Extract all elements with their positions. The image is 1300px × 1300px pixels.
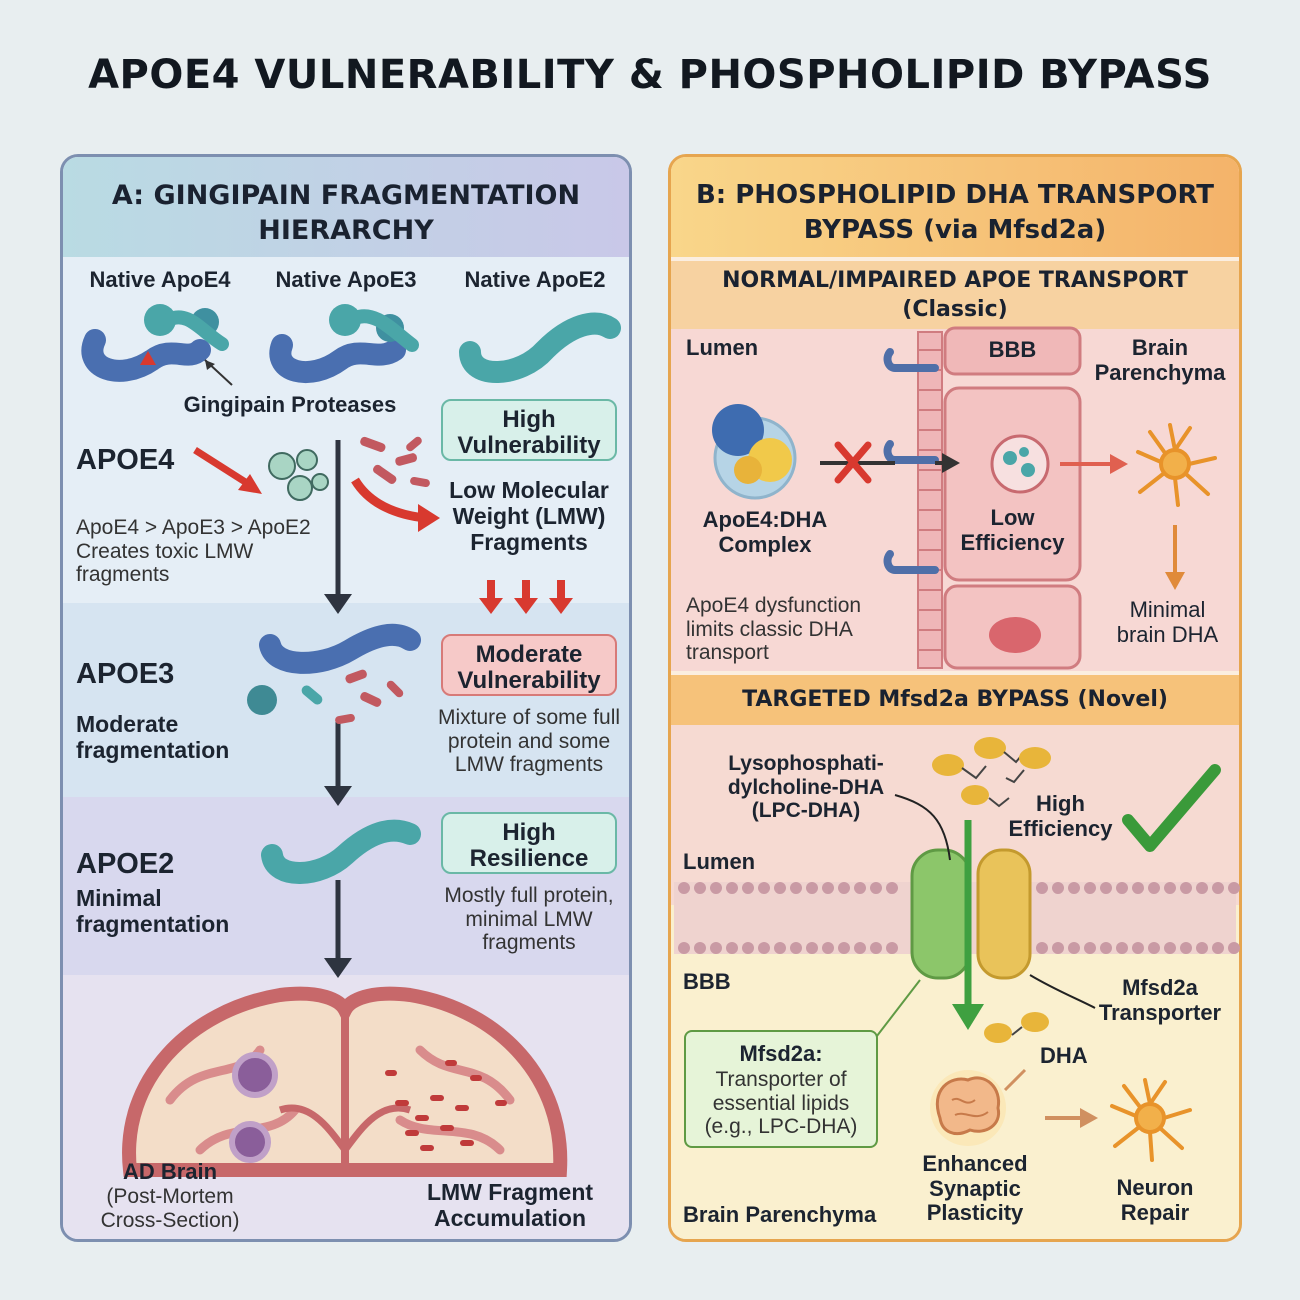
box-pointer-line — [869, 979, 921, 1046]
classic-lumen-label: Lumen — [686, 335, 759, 360]
gingipain-bacteria-icon — [268, 449, 329, 501]
apoe2-sublabel: Minimal fragmentation — [76, 885, 230, 937]
brain-synapse-icon — [930, 1070, 1006, 1146]
dha-label: DHA — [1040, 1043, 1088, 1068]
lpc-pointer-line — [894, 794, 951, 861]
classic-bbb-label: BBB — [988, 337, 1037, 362]
apoe3-description: Mixture of some full protein and some LM… — [437, 706, 621, 777]
apoe3-sublabel: Moderate fragmentation — [76, 711, 230, 763]
bypass-lumen-label: Lumen — [683, 849, 756, 874]
apoe-receptors-icon — [883, 348, 939, 574]
lpc-dha-molecules-icon — [932, 737, 1051, 808]
lmw-accumulation-label: LMW Fragment Accumulation — [426, 1179, 594, 1231]
gingipain-proteases-label: Gingipain Proteases — [183, 392, 397, 417]
mfsd2a-box-body: Transporter of essential lipids (e.g., L… — [704, 1068, 858, 1139]
transporter-pointer-line — [1029, 974, 1096, 1009]
bypass-parenchyma-label: Brain Parenchyma — [683, 1202, 877, 1227]
ad-brain-icon — [122, 986, 568, 1177]
native-apoe2-protein-icon — [459, 312, 621, 383]
apoe4-red-arrow — [193, 447, 252, 488]
native-apoe2-label: Native ApoE2 — [464, 267, 606, 292]
panel-a-header-band — [63, 157, 629, 257]
mfsd2a-info-box: Mfsd2a: Transporter of essential lipids … — [684, 1030, 878, 1148]
classic-note: ApoE4 dysfunction limits classic DHA tra… — [686, 594, 862, 665]
apoe3-label: APOE3 — [76, 658, 175, 690]
lmw-fragments-label: Low Molecular Weight (LMW) Fragments — [449, 477, 609, 555]
native-apoe4-protein-icon — [81, 304, 229, 382]
high-vulnerability-badge: High Vulnerability — [441, 399, 617, 461]
vesicle-icon — [990, 434, 1050, 494]
classic-header-band — [671, 261, 1239, 329]
mfsd2a-transporter-icon — [910, 848, 1032, 980]
panel-a-header: A: GINGIPAIN FRAGMENTATION HIERARCHY — [111, 180, 581, 246]
neuron-repair-label: Neuron Repair — [1116, 1175, 1194, 1225]
lmw-fragments-icon — [360, 436, 430, 488]
native-apoe3-protein-icon — [269, 304, 419, 384]
apoe2-label: APOE2 — [76, 848, 175, 880]
blocked-x-icon — [834, 441, 872, 484]
apoe3-fragments-icon — [335, 669, 404, 725]
ad-brain-label: AD Brain — [122, 1159, 218, 1184]
classic-parenchyma-label: Brain Parenchyma — [1094, 335, 1226, 385]
bypass-header: TARGETED Mfsd2a BYPASS (Novel) — [742, 687, 1168, 712]
moderate-vulnerability-badge: Moderate Vulnerability — [441, 634, 617, 696]
dha-pointer — [1003, 1068, 1027, 1092]
apoe2-protein-icon — [261, 819, 421, 884]
apoe4-dha-complex-label: ApoE4:DHA Complex — [702, 507, 828, 557]
panel-b-header: B: PHOSPHOLIPID DHA TRANSPORT BYPASS (vi… — [695, 180, 1215, 245]
repair-neuron-icon — [1110, 1078, 1192, 1162]
high-efficiency-label: High Efficiency — [1008, 791, 1113, 841]
apoe4-description: ApoE4 > ApoE3 > ApoE2 Creates toxic LMW … — [76, 516, 311, 587]
ad-brain-sublabel: (Post-Mortem Cross-Section) — [100, 1185, 240, 1232]
down-red-arrows-icon — [479, 580, 573, 614]
apoe2-description: Mostly full protein, minimal LMW fragmen… — [444, 884, 614, 955]
apoe4-label: APOE4 — [76, 444, 175, 476]
low-efficiency-label: Low Efficiency — [960, 505, 1065, 555]
apoe4-dha-complex-icon — [712, 404, 797, 500]
check-icon — [1122, 764, 1221, 852]
bypass-bbb-label: BBB — [683, 969, 731, 994]
mfsd2a-box-title: Mfsd2a: — [739, 1041, 823, 1066]
native-apoe3-label: Native ApoE3 — [275, 267, 417, 292]
apoe3-protein-icon — [247, 623, 421, 715]
enhanced-synaptic-label: Enhanced Synaptic Plasticity — [922, 1151, 1028, 1226]
main-title: APOE4 VULNERABILITY & PHOSPHOLIPID BYPAS… — [88, 52, 1212, 98]
lpc-dha-label: Lysophosphati- dylcholine-DHA (LPC-DHA) — [727, 752, 885, 823]
high-resilience-badge: High Resilience — [441, 812, 617, 874]
to-lmw-red-arrow — [351, 477, 426, 523]
minimal-dha-label: Minimal brain DHA — [1116, 597, 1219, 647]
neuron-icon — [1136, 423, 1217, 507]
panel-b-header-band — [671, 157, 1239, 257]
mfsd2a-transporter-label: Mfsd2a Transporter — [1098, 975, 1222, 1025]
bypass-header-band — [671, 675, 1239, 725]
classic-header: NORMAL/IMPAIRED APOE TRANSPORT (Classic) — [722, 268, 1188, 322]
bbb-endothelium-icon — [917, 326, 1082, 670]
dha-molecules-icon — [984, 1012, 1049, 1043]
native-apoe4-label: Native ApoE4 — [89, 267, 231, 292]
